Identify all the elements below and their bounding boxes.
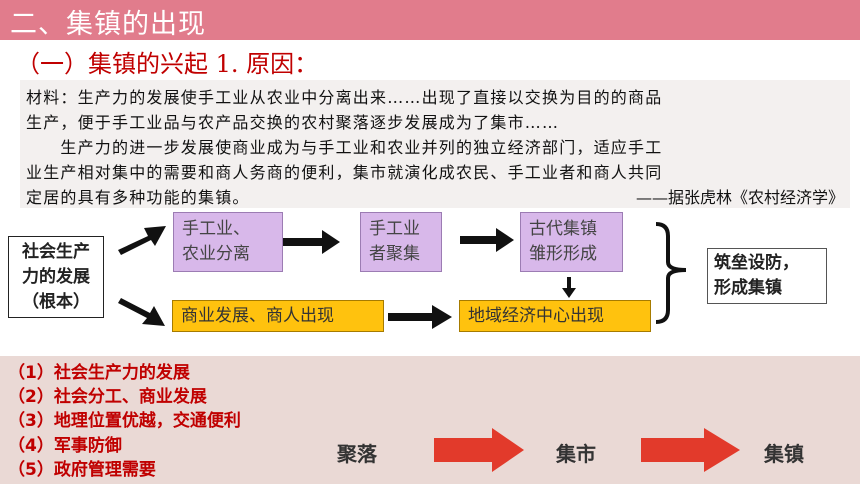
arrow-handicraft-to-gather-icon (282, 230, 340, 254)
result-line: 筑垒设防， (714, 253, 799, 273)
box-line: 手工业、 (182, 219, 250, 239)
box-line: 农业分离 (182, 244, 250, 264)
root-box-line: （根本） (22, 292, 90, 312)
flow-label-market: 集市 (556, 442, 596, 466)
arrow-root-to-commerce-icon (118, 298, 165, 326)
arrow-commerce-to-regional-icon (388, 305, 452, 329)
box-line: 古代集镇 (529, 219, 597, 239)
result-box-town-formed: 筑垒设防， 形成集镇 (707, 248, 827, 304)
reason-item: （1）社会生产力的发展 (8, 363, 190, 383)
reason-item: （5）政府管理需要 (8, 460, 156, 480)
page-title: 二、集镇的出现 (10, 9, 206, 40)
section-subtitle: （一）集镇的兴起 1. 原因： (16, 50, 319, 78)
reason-item: （4）军事防御 (8, 436, 122, 456)
flow-label-settlement: 聚落 (337, 442, 377, 466)
title-bar: 二、集镇的出现 (0, 0, 860, 40)
box-line: 雏形形成 (529, 244, 597, 264)
bracket-icon (655, 222, 687, 324)
material-line: 生产力的进一步发展使商业成为与手工业和农业并列的独立经济部门，适应手工 (26, 138, 663, 157)
reason-item: （3）地理位置优越，交通便利 (8, 411, 241, 431)
box-line: 者聚集 (369, 244, 420, 264)
material-line: 材料：生产力的发展使手工业从农业中分离出来……出现了直接以交换为目的的商品 (26, 88, 663, 107)
box-artisans-gather: 手工业 者聚集 (360, 212, 442, 272)
material-line: 业生产相对集中的需要和商人务商的便利，集市就演化成农民、手工业者和商人共同 (26, 163, 663, 182)
root-box-line: 社会生产 (22, 242, 90, 262)
arrow-root-to-handicraft-icon (118, 226, 166, 255)
arrow-gather-to-ancient-icon (460, 228, 514, 252)
flow-arrow-icon (434, 428, 524, 472)
arrow-ancient-to-regional-icon (562, 277, 576, 298)
root-box-line: 力的发展 (22, 267, 90, 287)
root-box-productivity: 社会生产 力的发展 （根本） (8, 236, 104, 318)
box-regional-economic-center: 地域经济中心出现 (459, 300, 651, 332)
material-line: 定居的具有多种功能的集镇。 (26, 188, 250, 207)
flow-arrow-icon (641, 428, 740, 472)
result-line: 形成集镇 (714, 278, 782, 298)
flow-label-town: 集镇 (764, 442, 804, 466)
material-source: ——据张虎林《农村经济学》 (635, 188, 844, 207)
box-line: 手工业 (369, 219, 420, 239)
material-text-box: 材料：生产力的发展使手工业从农业中分离出来……出现了直接以交换为目的的商品 生产… (20, 80, 850, 208)
box-commerce-development: 商业发展、商人出现 (172, 300, 384, 332)
reason-item: （2）社会分工、商业发展 (8, 387, 207, 407)
box-ancient-town-form: 古代集镇 雏形形成 (520, 212, 623, 272)
material-line: 生产，便于手工业品与农产品交换的农村聚落逐步发展成为了集市…… (26, 113, 560, 132)
box-handicraft-separation: 手工业、 农业分离 (173, 212, 283, 272)
